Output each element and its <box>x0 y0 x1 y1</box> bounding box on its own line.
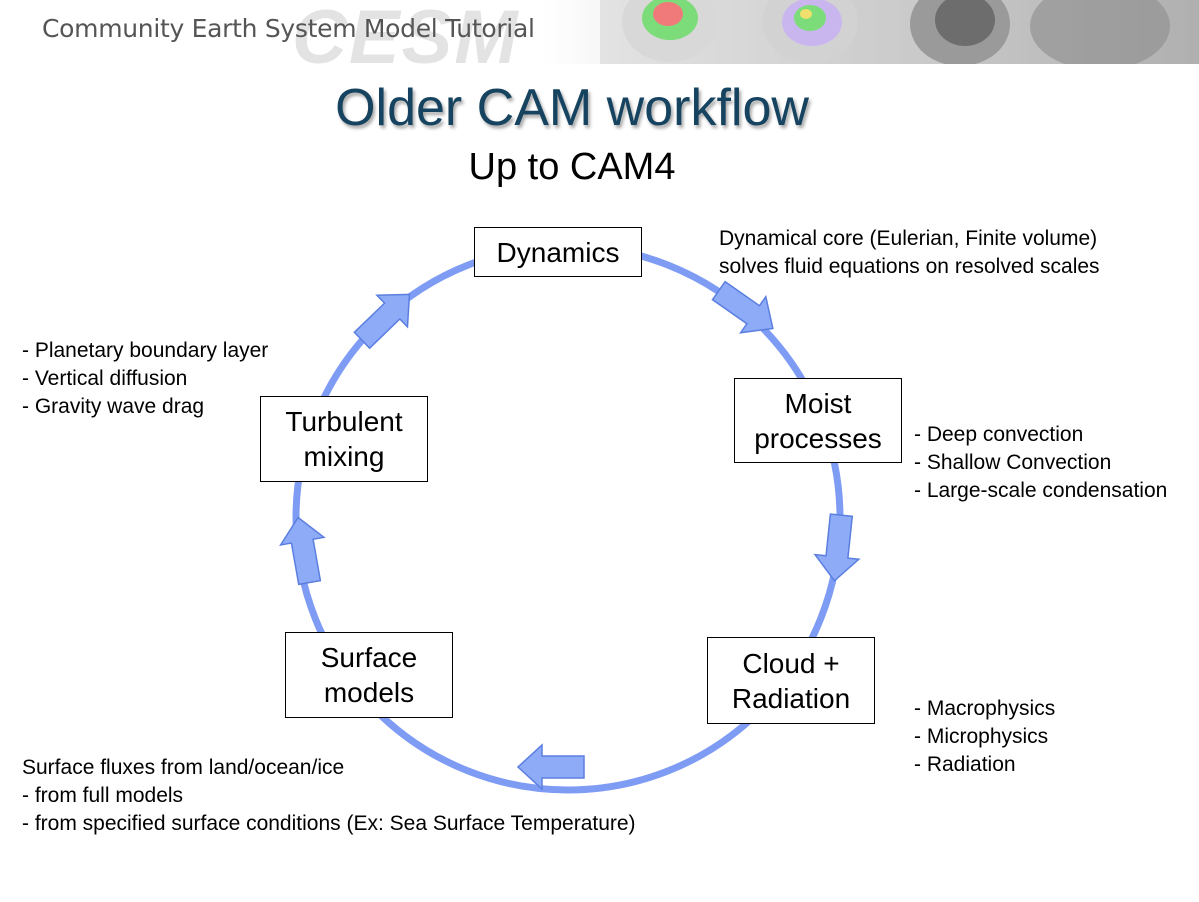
note-moist-line: - Shallow Convection <box>914 451 1112 474</box>
note-turbulent-line: - Planetary boundary layer <box>22 339 269 362</box>
flow-arrow-cloud-to-surface <box>516 743 585 791</box>
box-dynamics-label: Dynamics <box>496 236 620 268</box>
flow-arrow-dynamics-to-moist <box>711 280 774 334</box>
box-surface-models: Surface models <box>285 632 453 718</box>
note-cloud-line: - Macrophysics <box>914 697 1056 720</box>
note-surface: Surface fluxes from land/ocean/ice - fro… <box>22 754 636 838</box>
note-moist-line: - Deep convection <box>914 423 1084 446</box>
note-dynamics: Dynamical core (Eulerian, Finite volume)… <box>719 225 1100 281</box>
slide-subtitle: Up to CAM4 <box>468 146 676 188</box>
box-cloud-radiation-label: Cloud + Radiation <box>731 647 851 714</box>
banner-subtitle: Community Earth System Model Tutorial <box>42 14 535 43</box>
flow-arrow-turbulent-to-dynamics <box>353 293 411 350</box>
box-moist-processes: Moist processes <box>734 378 902 463</box>
note-turbulent-line: - Vertical diffusion <box>22 367 188 390</box>
box-dynamics: Dynamics <box>474 227 642 277</box>
box-moist-processes-label: Moist processes <box>754 387 882 454</box>
note-turbulent-line: - Gravity wave drag <box>22 395 205 418</box>
note-cloud-line: - Microphysics <box>914 725 1049 748</box>
box-turbulent-mixing: Turbulent mixing <box>260 396 428 482</box>
note-turbulent: - Planetary boundary layer - Vertical di… <box>22 337 268 421</box>
flow-arrow-moist-to-cloud <box>813 513 861 582</box>
note-surface-line: Surface fluxes from land/ocean/ice <box>22 756 345 779</box>
note-dynamics-line: solves fluid equations on resolved scale… <box>719 255 1100 278</box>
slide-title: Older CAM workflow <box>335 79 809 137</box>
note-cloud-line: - Radiation <box>914 753 1016 776</box>
header-banner: CESM Community Earth System Model Tutori… <box>0 0 1199 64</box>
note-dynamics-line: Dynamical core (Eulerian, Finite volume) <box>719 227 1098 250</box>
banner-map-images <box>600 0 1199 64</box>
box-cloud-radiation: Cloud + Radiation <box>707 637 875 724</box>
note-moist: - Deep convection - Shallow Convection -… <box>914 421 1167 505</box>
note-surface-line: - from specified surface conditions (Ex:… <box>22 812 636 835</box>
note-surface-line: - from full models <box>22 784 184 807</box>
banner-watermark: CESM <box>292 0 520 64</box>
box-surface-models-label: Surface models <box>320 642 418 708</box>
note-cloud: - Macrophysics - Microphysics - Radiatio… <box>914 695 1055 779</box>
flow-arrow-surface-to-turbulent <box>279 516 326 586</box>
note-moist-line: - Large-scale condensation <box>914 479 1168 502</box>
box-turbulent-mixing-label: Turbulent mixing <box>285 406 403 472</box>
